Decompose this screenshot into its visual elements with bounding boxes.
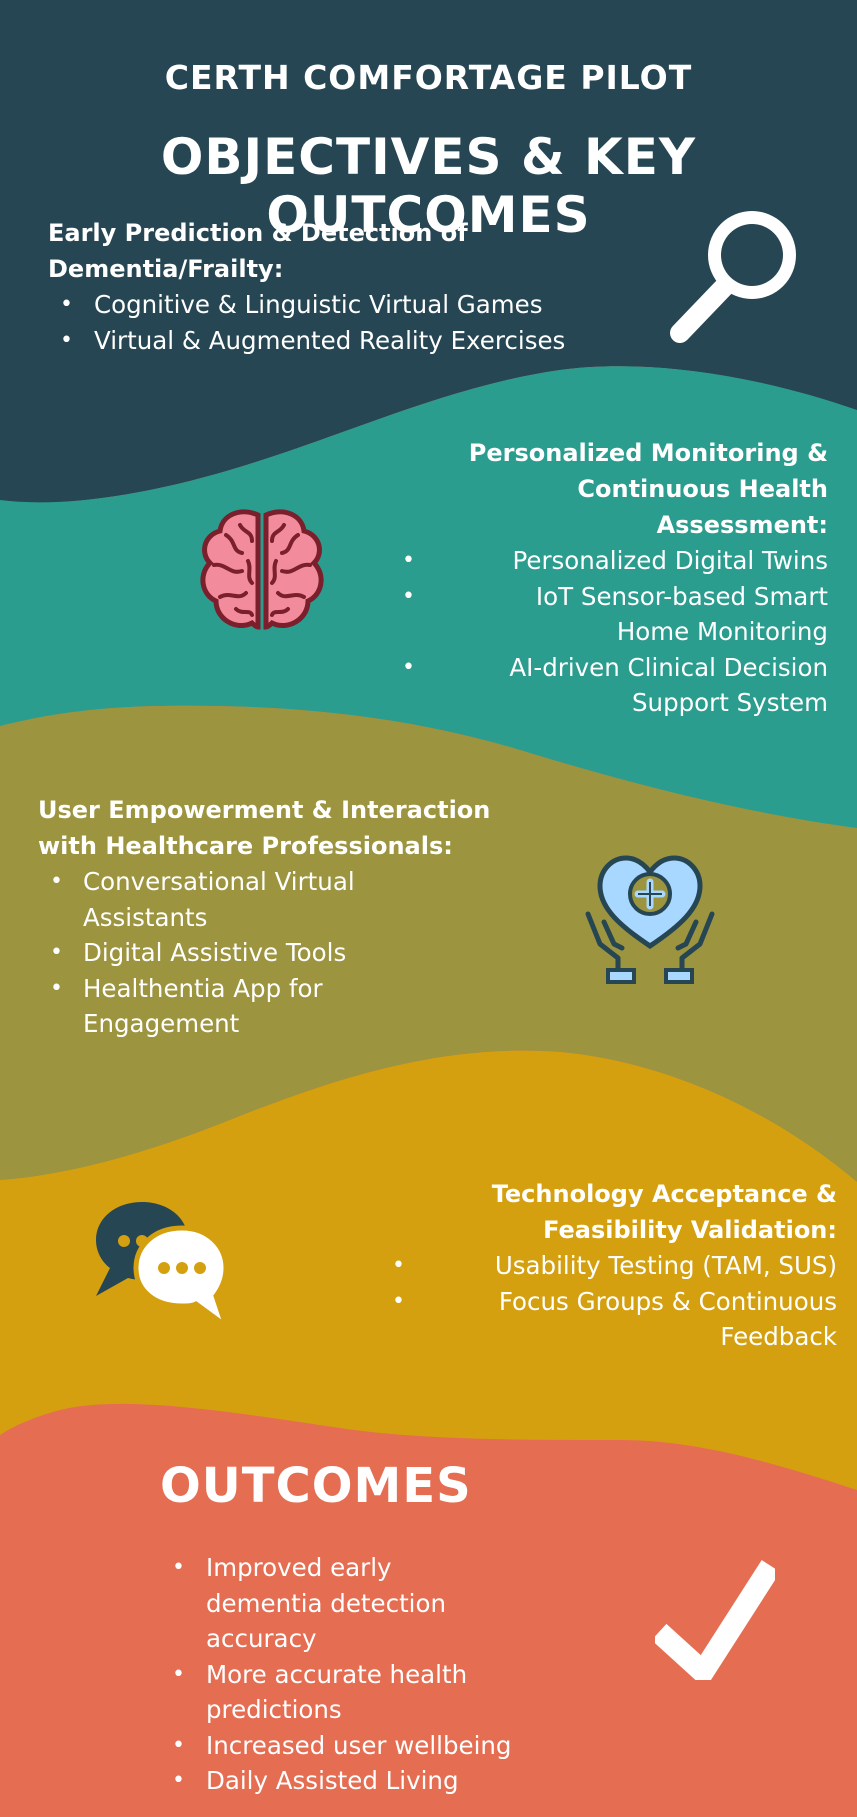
section-technology-acceptance: Technology Acceptance & Feasibility Vali… — [380, 1176, 837, 1355]
outcomes-title: OUTCOMES — [160, 1458, 472, 1514]
page-supertitle: CERTH COMFORTAGE PILOT — [164, 58, 693, 97]
list-item: IoT Sensor-based Smart Home Monitoring — [380, 579, 828, 650]
heart-care-hands-icon — [585, 855, 715, 984]
list-item: Daily Assisted Living — [160, 1763, 580, 1799]
page-title: OBJECTIVES & KEY OUTCOMES — [160, 128, 697, 244]
list-item: Virtual & Augmented Reality Exercises — [48, 323, 628, 359]
list-item: Usability Testing (TAM, SUS) — [380, 1248, 837, 1284]
bullet-list: Cognitive & Linguistic Virtual Games Vir… — [48, 287, 628, 358]
list-item: More accurate health predictions — [160, 1657, 506, 1728]
chat-bubbles-icon — [96, 1202, 231, 1333]
section-early-prediction: Early Prediction & Detection of Dementia… — [48, 215, 628, 358]
band-dark-slate — [0, 0, 857, 504]
bullet-list: Improved early dementia detection accura… — [160, 1550, 580, 1799]
section-outcomes: Improved early dementia detection accura… — [160, 1550, 580, 1799]
section-heading: User Empowerment & Interaction with Heal… — [38, 796, 491, 860]
list-item: Improved early dementia detection accura… — [160, 1550, 506, 1657]
list-item: Personalized Digital Twins — [380, 543, 828, 579]
list-item: Digital Assistive Tools — [38, 935, 498, 971]
list-item: Focus Groups & Continuous Feedback — [380, 1284, 837, 1355]
bullet-list: Personalized Digital Twins IoT Sensor-ba… — [380, 543, 828, 721]
list-item: Conversational Virtual Assistants — [38, 864, 373, 935]
bullet-list: Usability Testing (TAM, SUS) Focus Group… — [380, 1248, 837, 1355]
brain-icon — [200, 509, 324, 630]
list-item: Healthentia App for Engagement — [38, 971, 373, 1042]
section-heading: Technology Acceptance & Feasibility Vali… — [491, 1180, 837, 1244]
section-user-empowerment: User Empowerment & Interaction with Heal… — [38, 792, 498, 1042]
list-item: AI-driven Clinical Decision Support Syst… — [380, 650, 828, 721]
section-heading: Personalized Monitoring & Continuous Hea… — [468, 439, 828, 539]
list-item: Increased user wellbeing — [160, 1728, 580, 1764]
section-personalized-monitoring: Personalized Monitoring & Continuous Hea… — [380, 435, 828, 721]
magnifying-glass-icon — [670, 211, 796, 343]
list-item: Cognitive & Linguistic Virtual Games — [48, 287, 628, 323]
checkmark-icon — [655, 1560, 775, 1680]
section-heading: Early Prediction & Detection of Dementia… — [48, 219, 468, 283]
bullet-list: Conversational Virtual Assistants Digita… — [38, 864, 498, 1042]
